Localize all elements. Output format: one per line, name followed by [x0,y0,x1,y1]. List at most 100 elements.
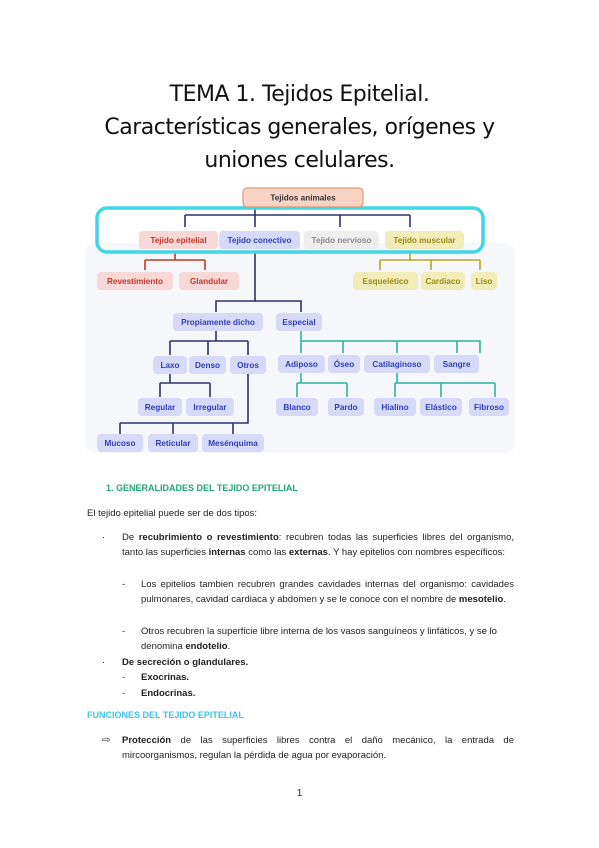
b1-mid1: : recubren todas las superficies libres … [122,532,514,558]
node-adiposo-label: Adiposo [285,360,318,369]
node-especial-label: Especial [282,318,315,327]
bullet-secrecion: De secreción o glandulares. [122,655,248,670]
b1-post: . Y hay epitelios con nombres específico… [327,547,506,558]
b1-bold-externas: externas [288,547,328,558]
node-reticular-box [148,434,198,452]
line-conectivo-propio [215,251,256,312]
node-laxo-box [153,356,187,374]
node-tejido-muscular-label: Tejido muscular [393,236,456,245]
node-fibroso-label: Fibroso [474,403,504,412]
line-otros-down [233,373,249,424]
d1-post: . [503,594,506,605]
node-oseo-label: Óseo [334,358,354,369]
node-mucoso-label: Mucoso [105,439,136,448]
dash-marker-4: - [122,688,126,699]
title-line-1: TEMA 1. Tejidos Epitelial. [169,82,430,107]
node-sangre-label: Sangre [443,360,471,369]
node-irregular-box [186,398,234,416]
node-esqueletico-box [353,272,418,290]
node-tejido-epitelial-label: Tejido epitelial [150,236,206,245]
node-hialino-box [374,398,416,416]
node-denso-box [189,356,226,374]
node-esqueletico-label: Esquelético [363,277,409,286]
node-adiposo-box [278,355,325,373]
section-1-heading: 1. GENERALIDADES DEL TEJIDO EPITELIAL [106,483,298,493]
b1-bold-internas: internas [208,547,246,558]
node-tejido-nervioso-box [304,231,379,249]
b1-pre: De [122,532,139,543]
node-otros-box [230,356,266,374]
node-hialino-label: Hialino [381,403,408,412]
node-blanco-box [276,398,318,416]
d3-bold: Exocrinas. [141,672,190,683]
line-especial-bar [300,331,481,353]
node-revestimiento-box [97,272,173,290]
title-line-2: Características generales, orígenes y [104,115,495,140]
page-title: TEMA 1. Tejidos Epitelial. Característic… [40,78,559,177]
node-propiamente-dicho-box [173,313,263,331]
node-tejido-conectivo-label: Tejido conectivo [228,236,292,245]
dash-endotelio: Otros recubren la superficie libre inter… [141,624,519,654]
b1-mid2: como las [245,547,289,558]
node-propiamente-dicho-label: Propiamente dicho [181,318,255,327]
node-catilaginoso-box [364,355,430,373]
node-tejido-nervioso-label: Tejido nervioso [312,236,372,245]
section-2-heading: FUNCIONES DEL TEJIDO EPITELIAL [87,710,244,720]
node-regular-label: Regular [145,403,176,412]
node-mesenquima-label: Mesénquima [208,439,258,448]
node-fibroso-box [469,398,509,416]
d2-text: Otros recubren la superficie libre inter… [141,626,497,652]
node-mesenquima-box [202,434,264,452]
node-root-box [242,187,364,208]
proteccion-text: de las superficies libres contra el daño… [122,735,514,761]
node-especial-box [276,313,322,331]
line-conectivo-especial [255,300,302,312]
node-laxo-label: Laxo [160,361,179,370]
dash-marker-3: - [122,672,126,683]
bullet-marker-1: · [102,532,106,543]
node-root-label: Tejidos animales [270,194,336,203]
node-glandular-box [179,272,239,290]
funcion-proteccion: Protección de las superficies libres con… [122,733,514,763]
node-reticular-label: Reticular [155,439,191,448]
node-cardiaco-box [421,272,465,290]
bullet-marker-2: · [102,657,106,668]
node-pardo-label: Pardo [334,403,357,412]
node-blanco-label: Blanco [283,403,310,412]
node-pardo-box [328,398,364,416]
proteccion-bold: Protección [122,735,172,746]
node-mucoso-box [97,434,143,452]
bullet-recubrimiento: De recubrimiento o revestimiento: recubr… [122,530,514,560]
dash-endocrinas: Endocrinas. [141,686,195,701]
b2-bold: De secreción o glandulares. [122,657,249,668]
d1-text: Los epitelios tambien recubren grandes c… [141,579,514,605]
node-otros-label: Otros [237,361,259,370]
d2-bold-endotelio: endotelio [185,641,228,652]
dash-exocrinas: Exocrinas. [141,670,189,685]
node-revestimiento-label: Revestimiento [107,277,163,286]
node-denso-label: Denso [195,361,220,370]
node-elastico-label: Elástico [425,403,456,412]
arrow-icon: ⇨ [102,735,111,746]
d1-bold-mesotelio: mesotelio [458,594,504,605]
page-number: 1 [296,788,303,799]
node-tejido-muscular-box [385,231,464,249]
node-glandular-label: Glandular [190,277,229,286]
d4-bold: Endocrinas. [141,688,196,699]
highlight-frame [95,206,485,254]
node-irregular-label: Irregular [193,403,227,412]
d2-post: . [227,641,231,652]
dash-mesotelio: Los epitelios tambien recubren grandes c… [141,577,514,607]
title-line-3: uniones celulares. [204,148,395,173]
dash-marker-2: - [122,626,126,637]
b1-bold-recubrimiento: recubrimiento o revestimiento [138,532,279,543]
node-liso-label: Liso [476,277,493,286]
node-tejido-conectivo-box [219,231,300,249]
node-regular-box [138,398,182,416]
node-tejido-epitelial-box [139,231,218,249]
node-sangre-box [434,355,479,373]
node-cardiaco-label: Cardiaco [425,277,460,286]
node-elastico-box [420,398,462,416]
intro-text: El tejido epitelial puede ser de dos tip… [87,508,258,519]
